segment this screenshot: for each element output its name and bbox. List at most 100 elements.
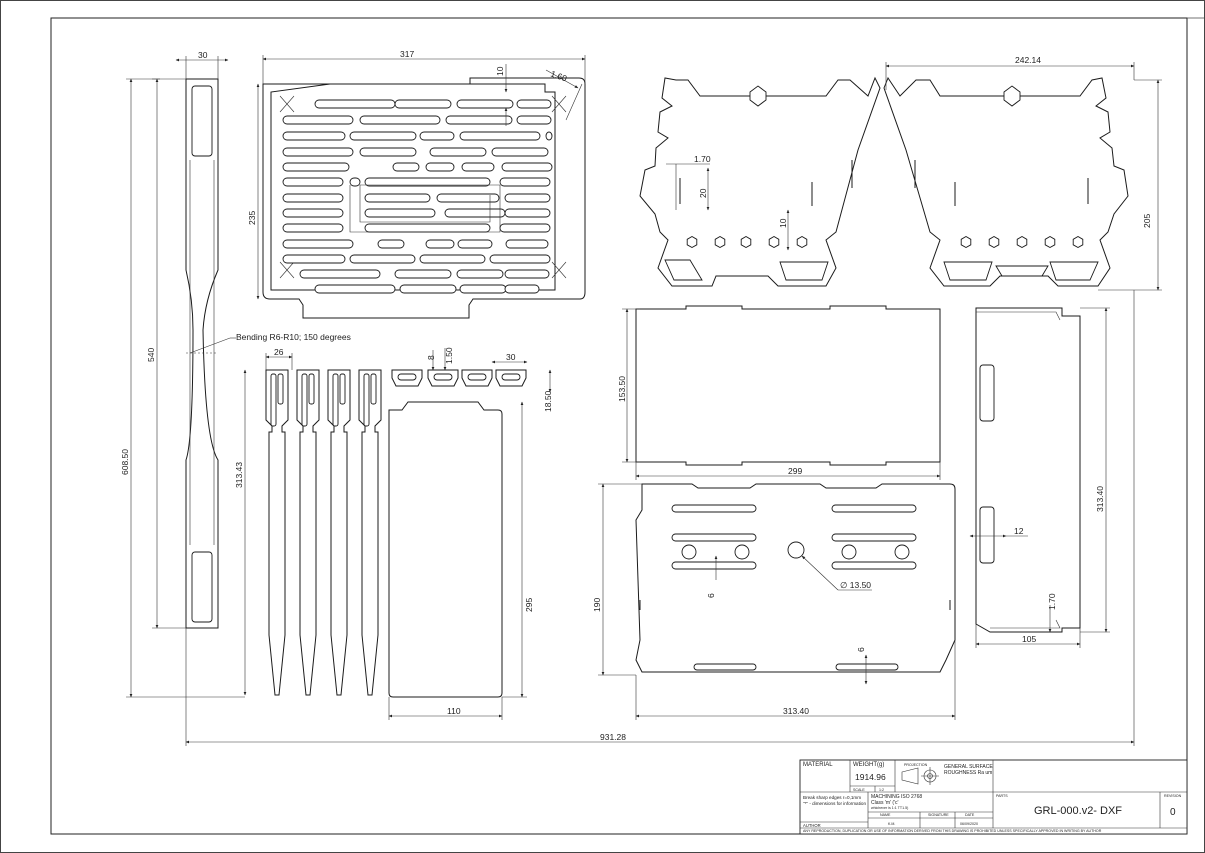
dim-18-50: 18.50 xyxy=(543,390,553,412)
scale-value: 1:2 xyxy=(879,788,884,792)
grate-slot xyxy=(282,208,344,218)
wind-panel-dimensions: 153.50 299 xyxy=(617,308,941,480)
grate-slot xyxy=(349,131,417,141)
side-wall-dimensions: 313.40 12 1.70 105 xyxy=(969,307,1110,648)
projection-label: PROJECTION xyxy=(904,763,928,767)
peg-slot xyxy=(339,373,346,405)
surface-line-2: ROUGHNESS Ra um xyxy=(944,770,992,776)
clip xyxy=(391,369,423,387)
dim-317: 317 xyxy=(400,49,414,59)
peg-slot xyxy=(308,373,315,405)
material-label: MATERIAL xyxy=(803,762,833,768)
clip-slot xyxy=(397,373,417,381)
side-panel-right-holes xyxy=(960,235,1084,249)
dim-12: 12 xyxy=(1014,526,1024,536)
hex-hole xyxy=(686,235,698,249)
long-bar-dimensions: 30 540 608.50 Bending R6-R10; 150 degree… xyxy=(120,50,351,698)
grate-slot xyxy=(349,177,361,187)
hex-hole xyxy=(988,235,1000,249)
grate-slot xyxy=(444,208,506,218)
peg xyxy=(265,369,289,696)
dim-30-top: 30 xyxy=(198,50,208,60)
grate-slot xyxy=(425,239,455,249)
grate-slot xyxy=(359,115,441,125)
revision-label: REVISION xyxy=(1164,794,1182,798)
projection-symbol-icon xyxy=(901,767,939,785)
dim-205: 205 xyxy=(1142,214,1152,228)
grate-slot xyxy=(392,162,420,172)
overall-dimension: 931.28 xyxy=(185,290,1135,746)
peg-slot xyxy=(363,373,370,427)
grate-slot xyxy=(504,284,540,294)
long-bar-part xyxy=(185,78,219,629)
dim-6-b: 6 xyxy=(856,647,866,652)
date-value: 06/09/2020 xyxy=(960,822,978,826)
dim-313-40-h: 313.40 xyxy=(783,706,809,716)
dim-608-50: 608.50 xyxy=(120,449,130,475)
clip-parts xyxy=(391,369,527,387)
grate-slot xyxy=(282,239,354,249)
grate-slot xyxy=(545,131,553,141)
peg-slot xyxy=(370,373,377,405)
clip xyxy=(461,369,493,387)
grate-slot xyxy=(457,239,493,249)
parts-label: PARTS xyxy=(996,794,1008,798)
grate-slot xyxy=(377,239,405,249)
side-panel-dimensions: 242.14 1.70 20 10 205 xyxy=(666,55,1162,291)
dim-1-60: 1.60 xyxy=(549,68,568,83)
grate-slot xyxy=(516,99,552,109)
peg-slot xyxy=(270,373,277,427)
grate-slot xyxy=(491,147,549,157)
wind-panel-part xyxy=(635,305,941,466)
weight-label: WEIGHT(g) xyxy=(853,762,884,768)
grate-slot xyxy=(505,239,549,249)
dim-13-50: ∅ 13.50 xyxy=(840,580,871,590)
grate-slot xyxy=(436,193,500,203)
side-panel-right-part xyxy=(883,76,1129,287)
grate-slot xyxy=(429,147,487,157)
author-label: AUTHOR xyxy=(803,823,821,828)
clip-slot xyxy=(433,373,453,381)
clip-slot xyxy=(467,373,487,381)
grate-slot xyxy=(501,162,553,172)
dim-1-70-a: 1.70 xyxy=(694,154,711,164)
grate-slot xyxy=(282,254,346,264)
hex-hole xyxy=(1072,235,1084,249)
grate-slot xyxy=(419,131,455,141)
dim-242-14: 242.14 xyxy=(1015,55,1041,65)
firebox-panel-dimensions: 190 6 ∅ 13.50 6 313.40 xyxy=(592,483,956,720)
grate-slot xyxy=(399,284,457,294)
peg xyxy=(358,369,382,696)
bending-note: Bending R6-R10; 150 degrees xyxy=(236,332,351,342)
hex-hole xyxy=(740,235,752,249)
dim-26: 26 xyxy=(274,347,284,357)
grate-slot xyxy=(394,99,452,109)
hex-hole xyxy=(714,235,726,249)
dim-190: 190 xyxy=(592,598,602,612)
side-panel-left-holes xyxy=(686,235,808,249)
grate-slot xyxy=(314,99,396,109)
dim-1-70-b: 1.70 xyxy=(1047,593,1057,610)
side-wall-part xyxy=(975,307,1081,633)
grate-slot xyxy=(282,177,344,187)
grate-slot xyxy=(282,193,344,203)
dim-20: 20 xyxy=(698,188,708,198)
grate-slot xyxy=(349,254,416,264)
grate-slot xyxy=(394,269,452,279)
dim-299: 299 xyxy=(788,466,802,476)
peg-dimensions: 26 313.43 xyxy=(234,347,293,696)
clip xyxy=(495,369,527,387)
grate-slot xyxy=(425,162,455,172)
grate-slot xyxy=(499,223,551,233)
machining-line-3: whichever is 1:1 TT1.5) xyxy=(871,806,908,810)
grate-slot xyxy=(461,162,495,172)
clip-slot xyxy=(501,373,521,381)
grate-slot xyxy=(364,223,491,233)
peg-slot xyxy=(277,373,284,405)
date-label: DATE xyxy=(965,813,975,817)
grate-slot xyxy=(282,147,354,157)
machining-line-2: Class 'm' ('c' xyxy=(871,800,898,806)
grate-slot xyxy=(504,208,551,218)
